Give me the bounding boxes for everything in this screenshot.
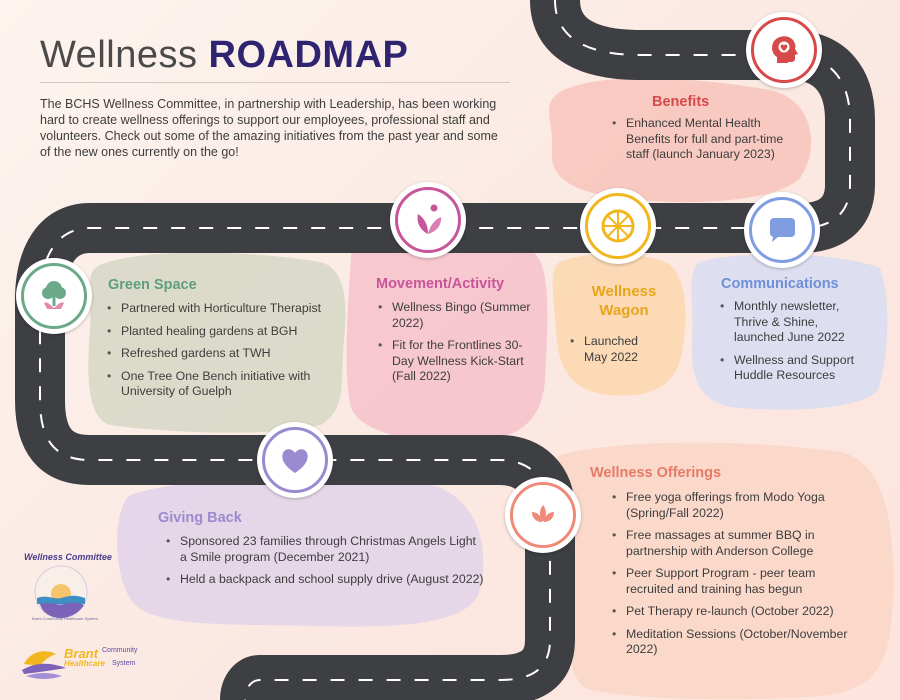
list-item: Monthly newsletter, Thrive & Shine, laun… [720, 299, 870, 346]
list-item: Planted healing gardens at BGH [107, 324, 332, 340]
brant-logo-healthcare: Healthcare [64, 659, 105, 668]
giving-back-list: Sponsored 23 families through Christmas … [166, 534, 486, 595]
movement-badge [390, 182, 466, 258]
benefits-list: Enhanced Mental Health Benefits for full… [612, 116, 792, 170]
list-item: Wellness Bingo (Summer 2022) [378, 300, 538, 331]
offerings-title: Wellness Offerings [590, 465, 722, 481]
title-light: Wellness [40, 34, 198, 76]
brant-logo-community: Community [102, 647, 138, 654]
wagon-wheel-icon [601, 209, 635, 243]
movement-title: Movement/Activity [376, 276, 505, 292]
list-item: Fit for the Frontlines 30-Day Wellness K… [378, 338, 538, 385]
heart-icon [282, 449, 308, 473]
tree-icon [42, 281, 66, 309]
intro-paragraph: The BCHS Wellness Committee, in partners… [40, 97, 498, 159]
list-item: Free yoga offerings from Modo Yoga (Spri… [612, 490, 852, 521]
benefits-badge [746, 12, 822, 88]
list-item: Partnered with Horticulture Therapist [107, 301, 332, 317]
green-space-badge [16, 258, 92, 334]
leaf-person-icon [417, 204, 442, 234]
list-item: Free massages at summer BBQ in partnersh… [612, 528, 852, 559]
giving-back-title: Giving Back [158, 510, 242, 526]
title-bold: ROADMAP [208, 34, 409, 76]
list-item: One Tree One Bench initiative with Unive… [107, 369, 332, 400]
wagon-list: Launched May 2022 [570, 334, 660, 372]
movement-list: Wellness Bingo (Summer 2022) Fit for the… [378, 300, 538, 392]
list-item: Held a backpack and school supply drive … [166, 572, 486, 588]
communications-list: Monthly newsletter, Thrive & Shine, laun… [720, 299, 870, 391]
wagon-title-line1: Wellness [591, 283, 657, 300]
green-space-list: Partnered with Horticulture Therapist Pl… [107, 301, 332, 407]
list-item: Wellness and Support Huddle Resources [720, 353, 870, 384]
brant-logo: Brant Community Healthcare System [20, 640, 170, 685]
wagon-title: Wellness Wagon [579, 282, 669, 320]
communications-title: Communications [721, 276, 839, 292]
wagon-title-line2: Wagon [599, 302, 649, 319]
giving-back-badge [257, 422, 333, 498]
green-space-title: Green Space [108, 277, 197, 293]
lotus-icon [532, 505, 554, 522]
list-item: Sponsored 23 families through Christmas … [166, 534, 486, 565]
brant-logo-system: System [112, 660, 136, 667]
offerings-badge [505, 477, 581, 553]
committee-logo-subtext: Brant Community Healthcare System [32, 616, 98, 621]
communications-badge [744, 192, 820, 268]
committee-logo-text: Wellness Committee [24, 552, 112, 562]
wagon-blob [552, 253, 686, 396]
list-item: Refreshed gardens at TWH [107, 346, 332, 362]
page-title: Wellness ROADMAP [40, 34, 408, 77]
wellness-committee-logo: Wellness Committee Brant Community Healt… [22, 548, 112, 626]
list-item: Launched May 2022 [570, 334, 660, 365]
list-item: Meditation Sessions (October/November 20… [612, 627, 852, 658]
list-item: Pet Therapy re-launch (October 2022) [612, 604, 852, 620]
benefits-title: Benefits [652, 94, 710, 110]
list-item: Enhanced Mental Health Benefits for full… [612, 116, 792, 163]
list-item: Peer Support Program - peer team recruit… [612, 566, 852, 597]
brant-logo-word: Brant [64, 646, 98, 661]
wagon-badge [580, 188, 656, 264]
chat-bubble-icon [770, 218, 795, 242]
mental-health-head-icon [772, 36, 798, 63]
offerings-list: Free yoga offerings from Modo Yoga (Spri… [612, 490, 852, 665]
title-divider [40, 82, 510, 83]
